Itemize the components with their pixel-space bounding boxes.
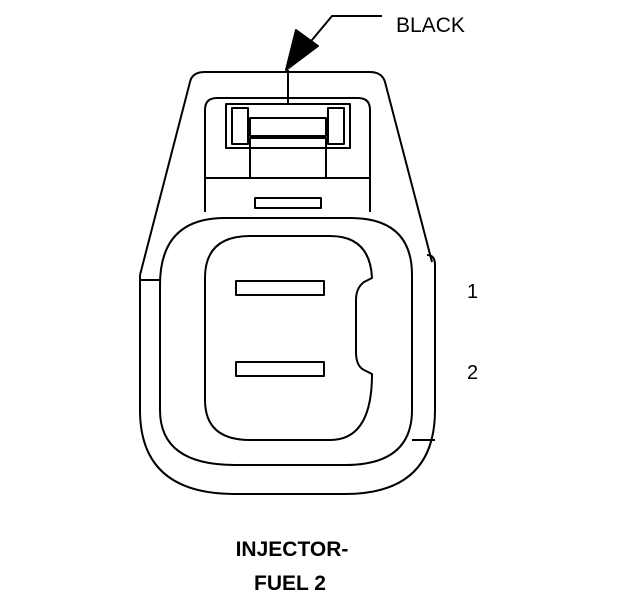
- pin-1-terminal: [235, 280, 325, 296]
- pin-2-label: 2: [467, 362, 479, 384]
- locking-tab: [204, 70, 371, 212]
- pin-1-label: 1: [467, 281, 479, 303]
- terminal-cavity: [204, 235, 373, 441]
- leader-arrowhead: [285, 29, 319, 71]
- connector-name-line2: FUEL 2: [254, 572, 326, 595]
- connector-color-label: BLACK: [396, 14, 465, 37]
- color-leader: [285, 15, 382, 71]
- connector-name-line1: INJECTOR-: [235, 538, 349, 561]
- pin-2-terminal: [235, 361, 325, 377]
